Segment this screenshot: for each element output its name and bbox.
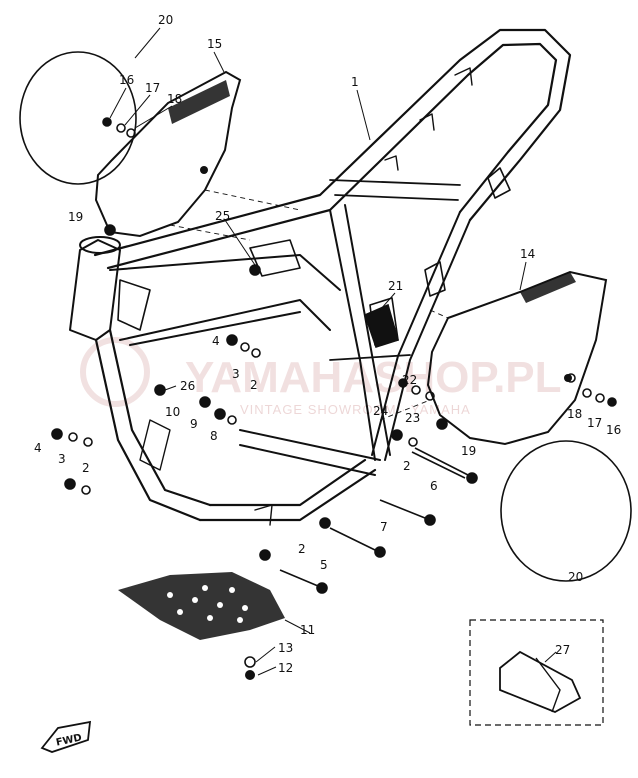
callout-8: 8: [210, 429, 218, 443]
callout-12: 12: [278, 661, 293, 675]
callout-16-right: 16: [606, 423, 621, 437]
leader-lines: [109, 27, 557, 676]
callout-18-left: 18: [167, 92, 182, 106]
callout-23: 23: [405, 411, 420, 425]
callout-27: 27: [555, 643, 570, 657]
inset-box: [469, 619, 604, 726]
callout-25: 25: [215, 209, 230, 223]
callout-19-right: 19: [461, 444, 476, 458]
callout-18-right: 18: [567, 407, 582, 421]
fasteners: [51, 117, 617, 594]
tool-bag: [499, 650, 582, 713]
callout-16-left: 16: [119, 73, 134, 87]
callout-labels: 20 15 1 16 17 18 19 25 21 14 4 3 2 26 10…: [34, 13, 621, 675]
callout-2-lower: 2: [82, 461, 90, 475]
callout-3-upper: 3: [232, 367, 240, 381]
callout-6: 6: [430, 479, 438, 493]
callout-19-left: 19: [68, 210, 83, 224]
callout-20-right: 20: [568, 570, 583, 584]
fwd-arrow-icon: FWD: [40, 720, 92, 753]
callout-14: 14: [520, 247, 535, 261]
callout-17-right: 17: [587, 416, 602, 430]
callout-4-upper: 4: [212, 334, 220, 348]
callout-2-bottom: 2: [298, 542, 306, 556]
callout-21: 21: [388, 279, 403, 293]
callout-26: 26: [180, 379, 195, 393]
callout-1: 1: [351, 75, 359, 89]
number-plate-right: [500, 440, 632, 582]
callout-20-left: 20: [158, 13, 173, 27]
watermark: YAMAHASHOP.PL VINTAGE SHOWROOM · YAMAHA: [80, 337, 562, 417]
callout-2-upper: 2: [250, 378, 258, 392]
callout-4-lower: 4: [34, 441, 42, 455]
skid-plate: [118, 572, 285, 640]
callout-3-lower: 3: [58, 452, 66, 466]
callout-7: 7: [380, 520, 388, 534]
callout-11: 11: [300, 623, 315, 637]
callout-22: 22: [402, 373, 417, 387]
main-frame: [69, 28, 572, 526]
callout-9: 9: [190, 417, 198, 431]
callout-13: 13: [278, 641, 293, 655]
fwd-label: FWD: [55, 732, 83, 748]
callout-24: 24: [373, 404, 388, 418]
number-plate-left: [19, 51, 137, 185]
callout-2-right: 2: [403, 459, 411, 473]
callout-17-left: 17: [145, 81, 160, 95]
callout-15: 15: [207, 37, 222, 51]
watermark-sub: VINTAGE SHOWROOM · YAMAHA: [240, 402, 471, 417]
callout-10: 10: [165, 405, 180, 419]
callout-5: 5: [320, 558, 328, 572]
